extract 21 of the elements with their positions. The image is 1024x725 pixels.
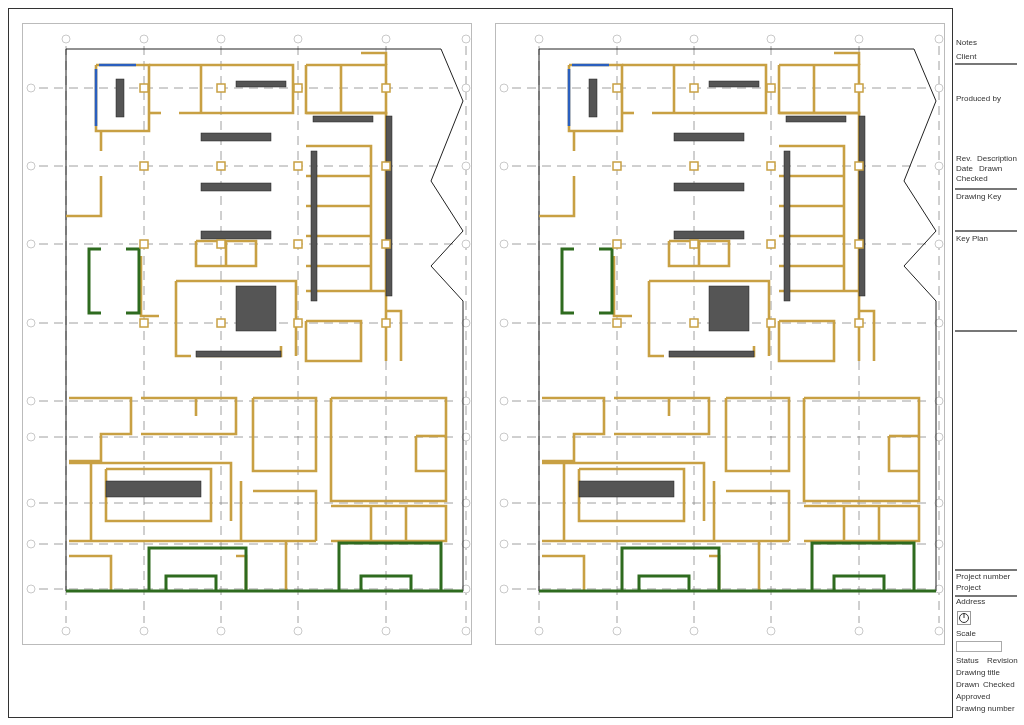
title-block-text: Drawing Key — [956, 192, 1002, 201]
title-block-text: Scale — [956, 629, 976, 638]
title-block-text: Checked — [956, 174, 988, 183]
title-block-text: Checked — [983, 680, 1015, 689]
title-block-text: Project — [956, 583, 981, 592]
title-block-text: Rev. — [956, 154, 972, 163]
title-block-text: Drawing title — [956, 668, 1000, 677]
title-block-text: Produced by — [956, 94, 1001, 103]
title-block-text: Status — [956, 656, 979, 665]
title-block-text: Client — [956, 52, 977, 61]
title-block-text: Revision — [987, 656, 1018, 665]
title-block-text: Description — [977, 154, 1017, 163]
title-block-text: Notes — [956, 38, 977, 47]
title-block-text: Drawn — [979, 164, 1003, 173]
title-block-text: Drawing number — [956, 704, 1015, 713]
title-block-text: Address — [956, 597, 986, 606]
title-block-text: Key Plan — [956, 234, 989, 243]
title-block-text: Approved — [956, 692, 991, 701]
title-block-text: Date — [956, 164, 973, 173]
title-block-text: Drawn — [956, 680, 980, 689]
title-block-text: Project number — [956, 572, 1011, 581]
